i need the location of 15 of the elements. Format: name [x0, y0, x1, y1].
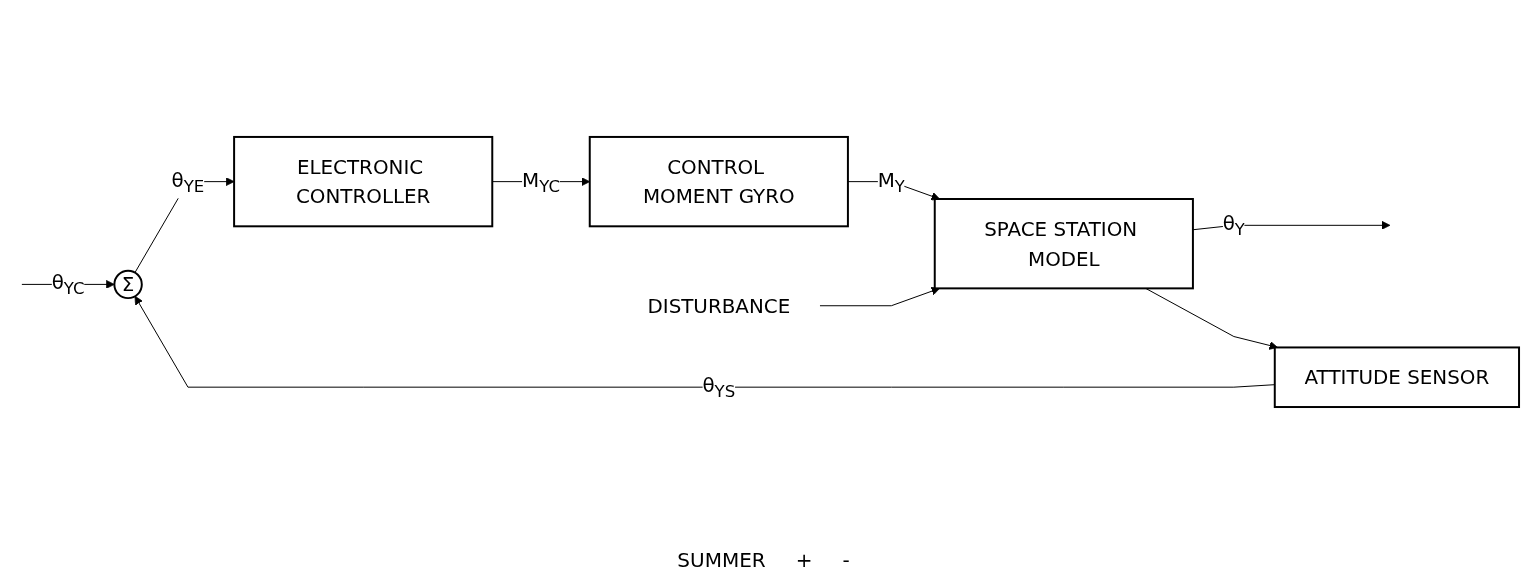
node-box: CONTROL MOMENT GYRO — [588, 135, 849, 228]
sign-label: SUMMER — [677, 548, 766, 572]
edge-label: M$_{Y}$ — [877, 167, 905, 196]
edge-label: M$_{YC}$ — [522, 167, 560, 196]
edge-label: θ$_{YC}$ — [51, 270, 85, 299]
edge-label: θ$_{YE}$ — [171, 167, 205, 196]
sign-label: + — [795, 548, 813, 572]
node-circle: Σ — [113, 269, 143, 300]
edge-label: θ$_{YS}$ — [702, 373, 736, 402]
node-box: ELECTRONIC CONTROLLER — [233, 135, 494, 228]
node-box: ATTITUDE SENSOR — [1273, 346, 1521, 409]
node-text: DISTURBANCE — [647, 293, 791, 318]
edge-label: θ$_{Y}$ — [1222, 211, 1245, 240]
node-box: SPACE STATION MODEL — [933, 198, 1194, 290]
sign-label: - — [842, 548, 850, 572]
